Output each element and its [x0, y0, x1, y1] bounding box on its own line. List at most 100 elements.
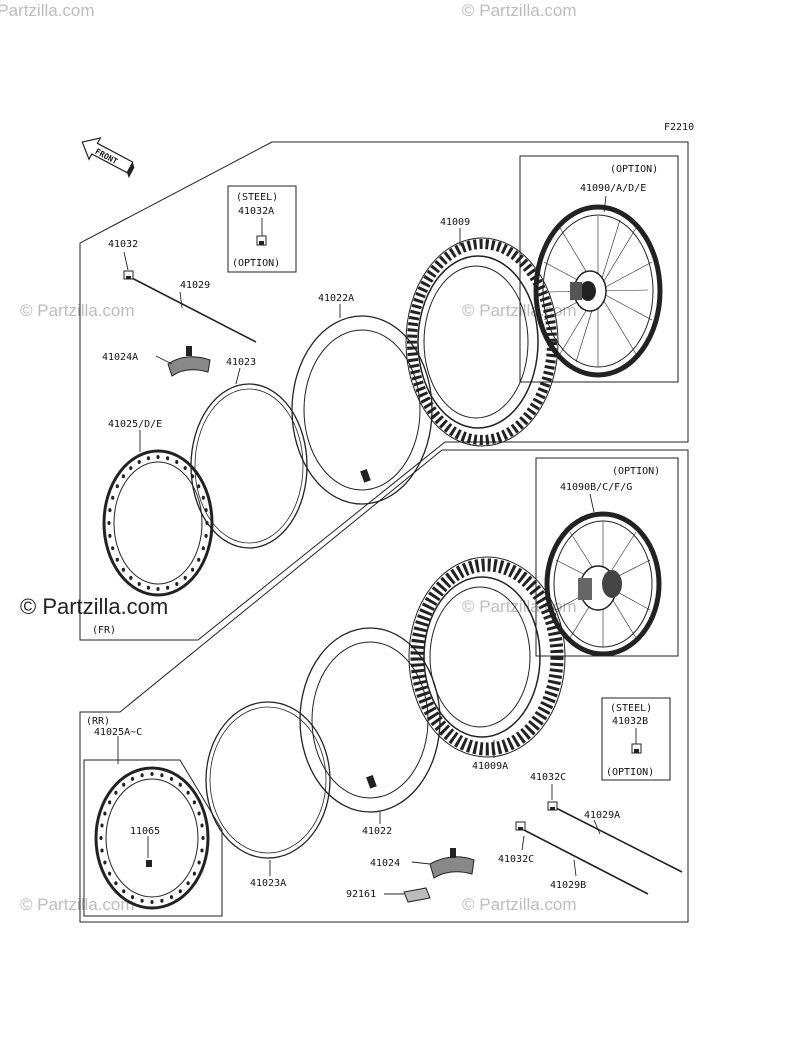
rim-spoke-hole — [99, 836, 103, 840]
rim-spoke-hole — [160, 898, 164, 903]
rim-spoke-hole — [169, 895, 174, 900]
rim-spoke-hole — [122, 889, 126, 894]
rim-spoke-hole — [129, 466, 133, 471]
rear-tube — [299, 627, 441, 813]
rim-spoke-hole — [122, 782, 126, 787]
part-label-41023: 41023 — [226, 357, 256, 368]
rim-spoke-hole — [166, 456, 170, 461]
figure-code: F2210 — [664, 122, 694, 133]
rim-spoke-hole — [186, 790, 190, 795]
rim-spoke-hole — [103, 811, 107, 816]
option-box-footer: (OPTION) — [606, 767, 654, 778]
rim-spoke-hole — [175, 460, 179, 464]
rim-spoke-hole — [201, 546, 205, 551]
rear-rim — [94, 766, 210, 910]
rim-spoke-hole — [183, 575, 187, 580]
part-label-41032: 41032 — [108, 239, 138, 250]
rim-spoke-hole — [108, 800, 112, 805]
rim-spoke-hole — [115, 484, 119, 489]
part-label-11065: 11065 — [130, 826, 160, 837]
option-box-part: 41090B/C/F/G — [560, 482, 632, 493]
part-label-41022: 41022 — [362, 826, 392, 837]
rim-spoke-hole — [140, 773, 144, 778]
watermark-layer: © Partzilla.com © Partzilla.com © Partzi… — [0, 1, 577, 914]
rim-spoke-hole — [191, 474, 195, 479]
rim-spoke-hole — [197, 811, 201, 816]
rim-spoke-hole — [137, 460, 141, 464]
watermark-text: © Partzilla.com — [462, 1, 577, 20]
rim-lock-pad — [403, 887, 431, 903]
part-label-41029a: 41029A — [584, 810, 620, 821]
rim-spoke-hole — [111, 546, 115, 551]
rim-spoke-hole — [178, 889, 182, 894]
rim-spoke-hole — [114, 881, 118, 886]
rim-spoke-hole — [114, 790, 118, 795]
front-rim — [102, 449, 214, 597]
rear-tire — [408, 556, 566, 758]
part-label-92161: 92161 — [346, 889, 376, 900]
option-box-part: 41090/A/D/E — [580, 183, 646, 194]
rim-spoke-hole — [183, 466, 187, 471]
part-labels: 41032 41029 41024A 41023 41022A 41009 41… — [94, 217, 620, 900]
front-section-outline — [79, 141, 689, 641]
rim-spoke-hole — [100, 823, 104, 828]
rim-spoke-hole — [175, 582, 179, 586]
rim-spoke-hole — [130, 776, 135, 781]
rim-spoke-hole — [156, 587, 160, 591]
rim-spoke-hole — [201, 495, 205, 500]
option-box-header: (OPTION) — [610, 164, 658, 175]
part-label-41009: 41009 — [440, 217, 470, 228]
rim-spoke-hole — [197, 860, 201, 865]
rim-spoke-hole — [191, 567, 195, 572]
rim-spoke-hole — [200, 848, 204, 853]
part-label-41023a: 41023A — [250, 878, 286, 889]
rim-spoke-hole — [108, 533, 112, 538]
rear-wheel-assembly — [544, 511, 662, 657]
rim-spoke-hole — [204, 508, 208, 513]
option-box-header: (STEEL) — [236, 192, 278, 203]
rear-rim-lock — [429, 848, 475, 879]
rim-spoke-hole — [107, 521, 111, 525]
rim-spoke-hole — [156, 455, 160, 459]
rim-spoke-hole — [192, 800, 196, 805]
rim-spoke-hole — [108, 508, 112, 513]
rim-spoke-hole — [100, 848, 104, 853]
rim-spoke-hole — [192, 871, 196, 876]
front-tire — [405, 237, 559, 447]
rim-spoke-hole — [121, 567, 125, 572]
rim-spoke-hole — [111, 495, 115, 500]
rear-section-outline — [79, 449, 689, 923]
rim-spoke-hole — [150, 900, 154, 904]
watermark-text: © Partzilla.com — [0, 1, 95, 20]
rim-spoke-hole — [121, 474, 125, 479]
option-box-header: (STEEL) — [610, 703, 652, 714]
option-box-header: (OPTION) — [612, 466, 660, 477]
rim-spoke-hole — [130, 895, 135, 900]
rim-spoke-hole — [201, 836, 205, 840]
rim-spoke-hole — [166, 585, 170, 590]
watermark-text: © Partzilla.com — [462, 895, 577, 914]
rim-spoke-hole — [150, 772, 154, 776]
part-label-41025-d-e: 41025/D/E — [108, 419, 162, 430]
part-label-41024: 41024 — [370, 858, 400, 869]
section-label-rear: (RR) — [86, 716, 110, 727]
option-box-front-wheel: (OPTION) 41090/A/D/E — [519, 155, 679, 383]
watermark-text-large: © Partzilla.com — [20, 594, 168, 619]
rim-spoke-hole — [129, 575, 133, 580]
option-box-steel-a: (STEEL) 41032A (OPTION) — [227, 185, 297, 273]
option-box-part: 41032B — [612, 716, 648, 727]
option-box-footer: (OPTION) — [232, 258, 280, 269]
rim-spoke-hole — [169, 776, 174, 781]
rim-spoke-hole — [108, 871, 112, 876]
section-label-front: (FR) — [92, 625, 116, 636]
part-label-41032c: 41032C — [530, 772, 566, 783]
part-label-41025a-c: 41025A~C — [94, 727, 142, 738]
front-rim-lock — [167, 346, 211, 377]
rim-spoke-hole — [140, 898, 144, 903]
option-box-steel-b: (STEEL) 41032B (OPTION) — [601, 697, 671, 781]
rear-rim-inset-outline — [83, 759, 223, 917]
part-label-41022a: 41022A — [318, 293, 354, 304]
rim-spoke-hole — [197, 484, 201, 489]
rear-spoke-b — [515, 821, 649, 895]
